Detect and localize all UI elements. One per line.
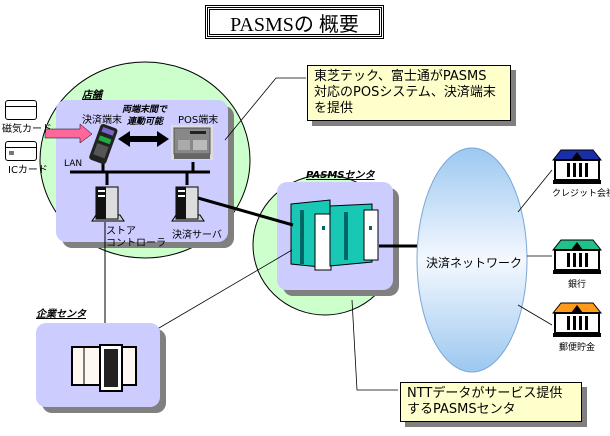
store-controller-icon [91,186,125,222]
postal-savings-label: 郵便貯金 [559,343,596,353]
magnetic-card-icon [5,100,37,120]
payment-network-label: 決済ネットワーク [426,256,523,270]
network-link-postal [517,304,553,326]
callout-leader-vendors [224,77,306,141]
mainframe-icon [290,199,379,271]
bank-label: 銀行 [568,280,587,290]
payment-server-label: 決済サーバ [172,230,222,241]
store-controller-label-line2: コントローラ [106,238,166,249]
link-label-line2: 連動可能 [127,117,164,127]
callout-leader-ntt [351,299,398,391]
enterprise-center-label: 企業センタ [36,309,86,320]
vendors-callout-line2: 対応のPOSシステム、決済端末 [314,85,496,100]
bidirectional-arrow [118,131,169,147]
page-title: PASMSの 概要 [205,5,384,39]
card-insert-arrow [44,123,93,144]
pasms-center-label: PASMSセンタ [306,170,375,181]
ntt-callout-line2: するPASMSセンタ [407,402,516,417]
link-label-line1: 両端末間で [122,105,168,115]
network-link-credit [517,169,553,213]
payment-terminal-label: 決済端末 [82,115,122,126]
ic-card-icon [5,141,37,161]
credit-company-label: クレジット会社 [552,189,610,199]
payment-server-icon [171,186,205,222]
magnetic-card-label: 磁気カード [2,124,52,135]
server-to-center-link [197,196,294,227]
ic-card-label: ICカード [8,165,48,176]
lan-label: LAN [64,159,83,169]
store-controller-label-line1: ストア [106,226,136,237]
payment-terminal-icon [89,123,118,165]
vendors-callout-line3: を提供 [314,101,354,116]
pos-terminal-label: POS端末 [178,115,219,126]
store-section-label: 店舗 [82,90,102,101]
ntt-callout: NTTデータがサービス提供 するPASMSセンタ [400,382,582,422]
payment-network-cloud [416,147,528,373]
enterprise-server-icon [71,344,137,392]
ntt-callout-line1: NTTデータがサービス提供 [407,386,563,401]
vendors-callout: 東芝テック、富士通がPASMS 対応のPOSシステム、決済端末 を提供 [307,65,511,121]
pos-register-icon [171,125,213,160]
vendors-callout-line1: 東芝テック、富士通がPASMS [314,69,487,84]
